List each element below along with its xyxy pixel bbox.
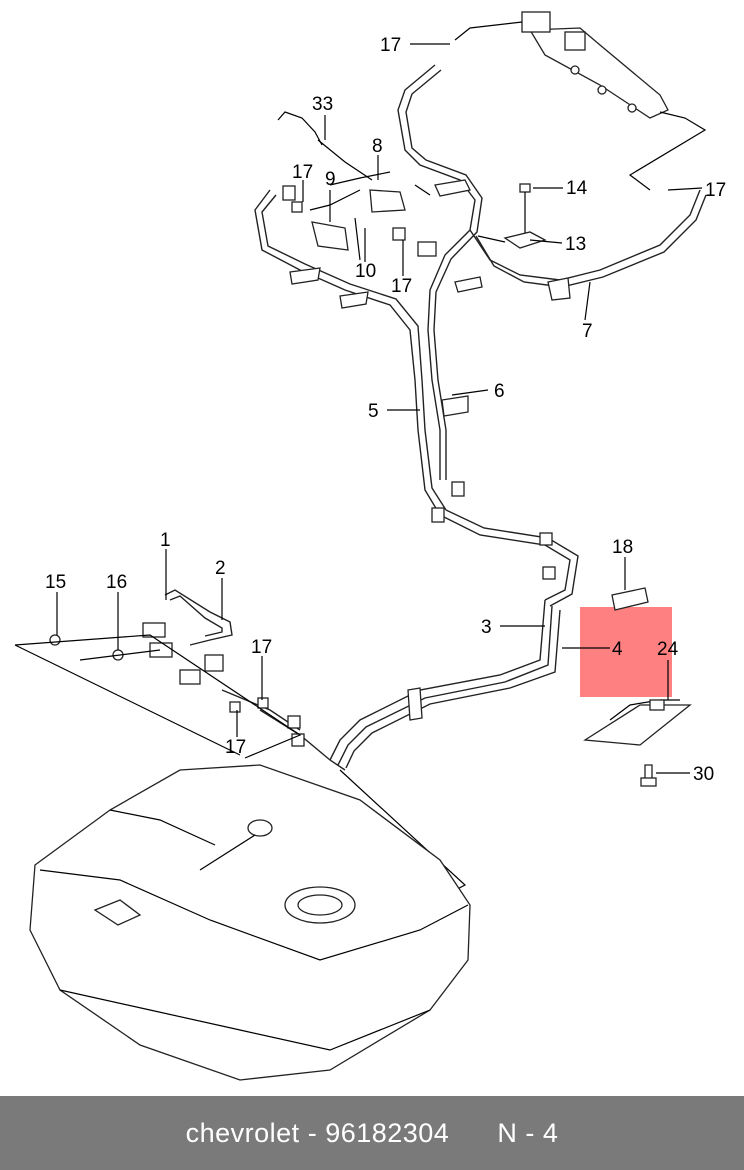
callout-17-right: 17 — [705, 180, 726, 201]
part-4-highlight — [580, 607, 672, 697]
callout-16: 16 — [106, 572, 127, 593]
footer-code: N - 4 — [497, 1117, 559, 1148]
callout-3: 3 — [481, 617, 492, 638]
callout-labels: 17 33 8 17 9 14 17 13 10 17 7 6 5 1 2 15… — [45, 35, 726, 785]
fuel-rail — [454, 11, 707, 191]
callout-24: 24 — [657, 639, 679, 660]
fuel-filter-assembly — [277, 111, 437, 261]
footer-part-number: 96182304 — [325, 1117, 450, 1148]
pipe-clips — [287, 179, 571, 747]
callout-17-mid: 17 — [292, 162, 313, 183]
pipe-connectors-left — [49, 589, 269, 713]
footer-separator: - — [299, 1117, 326, 1148]
callout-2: 2 — [215, 558, 226, 579]
footer-bar: chevrolet - 96182304 N - 4 — [0, 1096, 744, 1170]
bolt-and-clamp — [477, 183, 547, 249]
callout-5: 5 — [368, 401, 379, 422]
callout-8: 8 — [372, 136, 383, 157]
callout-13: 13 — [565, 234, 586, 255]
callout-6: 6 — [494, 381, 505, 402]
callout-1: 1 — [160, 530, 171, 551]
footer-brand: chevrolet — [185, 1117, 300, 1148]
sender-bracket — [583, 587, 692, 787]
callout-14: 14 — [566, 178, 588, 199]
callout-30: 30 — [693, 764, 714, 785]
callout-7: 7 — [582, 321, 593, 342]
callout-17-top: 17 — [380, 35, 401, 56]
fuel-pipes — [221, 64, 707, 771]
callout-17-bottom: 17 — [225, 737, 246, 758]
callout-10: 10 — [355, 261, 376, 282]
fuel-tank — [29, 764, 471, 1081]
callout-33: 33 — [312, 94, 333, 115]
callout-18: 18 — [612, 537, 633, 558]
callout-15: 15 — [45, 572, 66, 593]
footer-spacer — [449, 1118, 497, 1149]
fuel-system-diagram: 17 33 8 17 9 14 17 13 10 17 7 6 5 1 2 15… — [14, 11, 726, 1081]
callout-17-low: 17 — [391, 276, 412, 297]
leader-lines — [56, 43, 703, 774]
callout-4: 4 — [612, 639, 623, 660]
callout-17-left: 17 — [251, 637, 272, 658]
callout-9: 9 — [325, 169, 336, 190]
